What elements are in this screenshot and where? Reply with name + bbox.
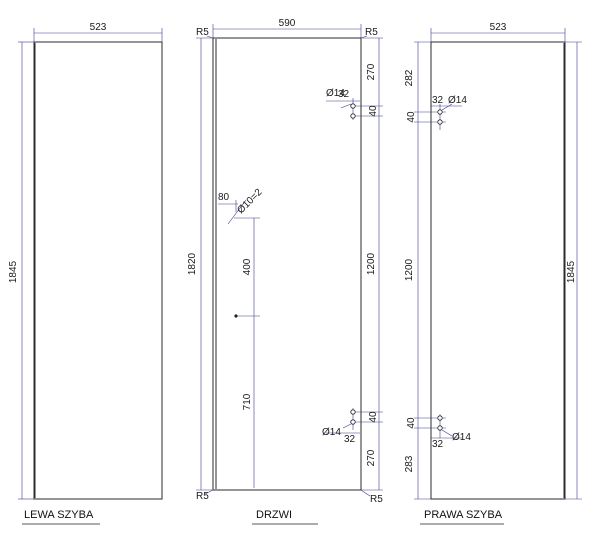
door-hinge-hole (350, 113, 356, 119)
right-glass-hinge-inset-bottom: 32 (432, 439, 444, 450)
right-glass-hinge-inset-top: 32 (432, 95, 444, 106)
door-hinge-hole (350, 103, 356, 109)
door-handle-lower-distance: 710 (242, 393, 253, 410)
right-glass-hinge-pitch-bottom: 40 (406, 417, 417, 429)
left-glass-caption: LEWA SZYBA (24, 509, 94, 521)
door-caption: DRZWI (256, 509, 292, 521)
door-radius-top-right: R5 (365, 27, 378, 38)
door-radius-top-left: R5 (196, 27, 209, 38)
left-glass-outline (33, 41, 163, 500)
door-radius-bottom-right: R5 (370, 494, 383, 505)
door-hinge-top-offset: 270 (366, 63, 377, 80)
right-glass-height-label: 1845 (566, 260, 577, 283)
right-glass-outline (430, 41, 566, 500)
right-glass-hinge-hole-bottom: Ø14 (452, 432, 471, 443)
right-glass-hinge-hole (437, 425, 443, 431)
door-height-label: 1820 (187, 252, 198, 275)
left-glass-height-label: 1845 (8, 260, 19, 283)
right-glass-hinge-hole (437, 415, 443, 421)
left-glass-width-label: 523 (90, 22, 107, 33)
right-glass-hinge-top-offset: 282 (404, 69, 415, 86)
door-handle-edge-offset: 80 (218, 192, 230, 203)
right-glass: 523 1845 282 40 1200 40 283 32 Ø14 32 (404, 22, 582, 525)
door-hinge-hole-top: Ø14 (326, 88, 345, 99)
right-glass-hinge-bottom-offset: 283 (404, 455, 415, 472)
right-glass-caption: PRAWA SZYBA (424, 509, 503, 521)
door-handle-hole-label: Ø10=2 (235, 187, 265, 217)
door-hinge-hole (350, 409, 356, 415)
right-glass-hinge-hole (437, 109, 443, 115)
right-glass-hinge-hole-top: Ø14 (448, 95, 467, 106)
door-hinge-pitch-bottom: 40 (368, 411, 379, 423)
door-hinge-inset-bottom: 32 (344, 434, 356, 445)
door-hinge-spacing: 1200 (366, 252, 377, 275)
door-outline (212, 37, 362, 491)
left-glass: 523 1845 LEWA SZYBA (8, 22, 163, 525)
right-glass-hinge-spacing: 1200 (404, 258, 415, 281)
door-width-label: 590 (279, 18, 296, 29)
right-glass-hinge-pitch-top: 40 (406, 111, 417, 123)
door-handle-hole (234, 314, 238, 318)
right-glass-width-label: 523 (490, 22, 507, 33)
door-hinge-pitch-top: 40 (368, 105, 379, 117)
door-hinge-bottom-offset: 270 (366, 449, 377, 466)
door-radius-bottom-left: R5 (196, 491, 209, 502)
door: 590 R5 R5 R5 R5 1820 270 40 1200 40 270 … (187, 18, 383, 525)
door-hinge-hole (350, 419, 356, 425)
door-hinge-hole-bottom: Ø14 (322, 427, 341, 438)
door-handle-upper-distance: 400 (242, 258, 253, 275)
right-glass-hinge-hole (437, 119, 443, 125)
door-hinge-inset-top: 32 (338, 89, 350, 100)
